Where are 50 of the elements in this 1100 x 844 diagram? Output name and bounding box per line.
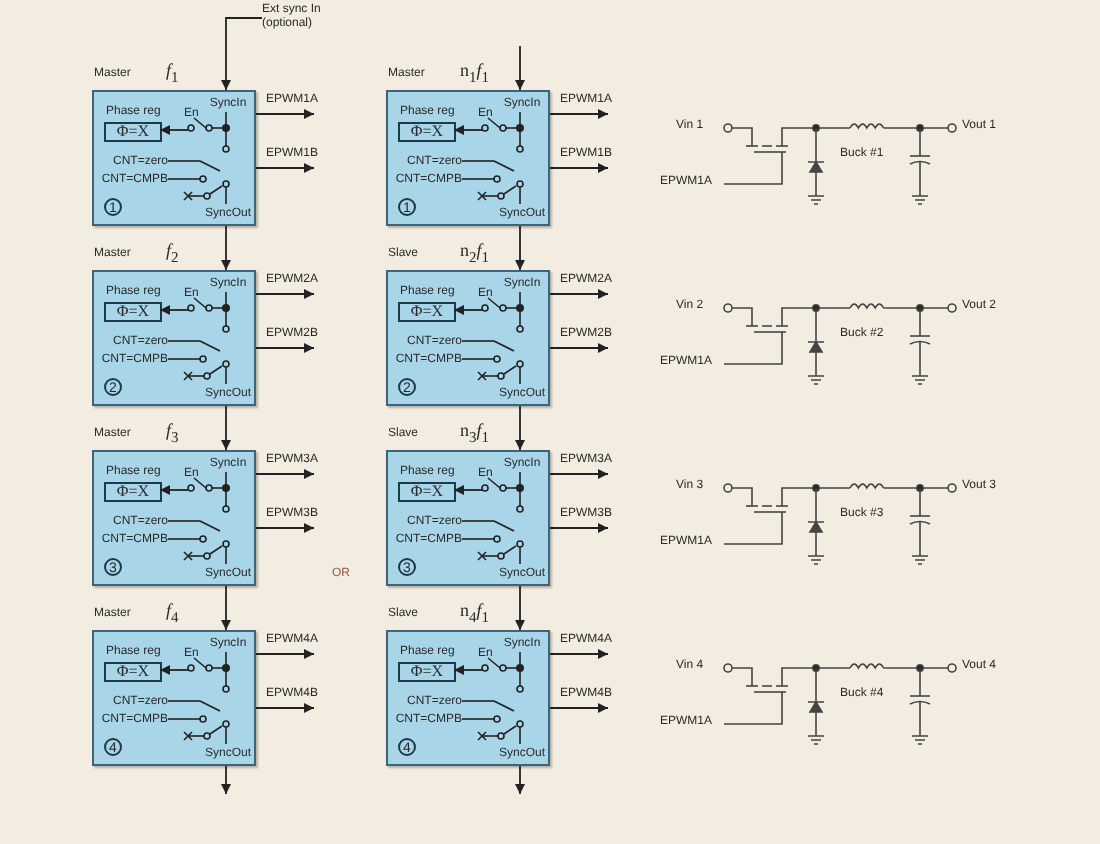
arrow bbox=[255, 109, 315, 119]
arrow bbox=[515, 45, 525, 91]
frequency-label: n$_{3}$f$_{1}$ bbox=[460, 422, 490, 446]
register-value: Φ=X bbox=[408, 304, 446, 320]
frequency-label: f$_{1}$ bbox=[166, 62, 179, 86]
frequency-label: f$_{2}$ bbox=[166, 242, 179, 266]
register-value: Φ=X bbox=[114, 484, 152, 500]
arrow bbox=[221, 225, 231, 271]
arrow bbox=[159, 305, 189, 315]
arrow bbox=[549, 163, 609, 173]
arrow bbox=[221, 765, 231, 795]
register-value: Φ=X bbox=[408, 484, 446, 500]
arrow bbox=[255, 703, 315, 713]
register-value: Φ=X bbox=[114, 664, 152, 680]
arrow bbox=[453, 485, 483, 495]
arrow bbox=[255, 289, 315, 299]
arrow bbox=[549, 289, 609, 299]
arrow bbox=[255, 649, 315, 659]
arrow bbox=[549, 649, 609, 659]
register-value: Φ=X bbox=[114, 124, 152, 140]
arrow bbox=[255, 523, 315, 533]
arrow bbox=[221, 17, 263, 91]
arrow bbox=[453, 665, 483, 675]
arrow bbox=[515, 225, 525, 271]
arrow bbox=[549, 703, 609, 713]
arrow bbox=[255, 343, 315, 353]
arrow bbox=[453, 305, 483, 315]
register-value: Φ=X bbox=[114, 304, 152, 320]
arrow bbox=[255, 469, 315, 479]
register-value: Φ=X bbox=[408, 124, 446, 140]
arrow bbox=[549, 469, 609, 479]
arrow bbox=[515, 585, 525, 631]
arrow bbox=[515, 405, 525, 451]
arrow bbox=[549, 343, 609, 353]
frequency-label: n$_{1}$f$_{1}$ bbox=[460, 62, 490, 86]
arrow bbox=[221, 585, 231, 631]
arrow bbox=[453, 125, 483, 135]
arrow bbox=[159, 485, 189, 495]
register-value: Φ=X bbox=[408, 664, 446, 680]
arrow bbox=[549, 523, 609, 533]
frequency-label: n$_{2}$f$_{1}$ bbox=[460, 242, 490, 266]
arrow bbox=[549, 109, 609, 119]
frequency-label: f$_{3}$ bbox=[166, 422, 179, 446]
frequency-label: f$_{4}$ bbox=[166, 602, 179, 626]
arrow bbox=[515, 765, 525, 795]
arrow bbox=[255, 163, 315, 173]
arrow bbox=[159, 665, 189, 675]
arrow bbox=[159, 125, 189, 135]
frequency-label: n$_{4}$f$_{1}$ bbox=[460, 602, 490, 626]
arrow bbox=[221, 405, 231, 451]
